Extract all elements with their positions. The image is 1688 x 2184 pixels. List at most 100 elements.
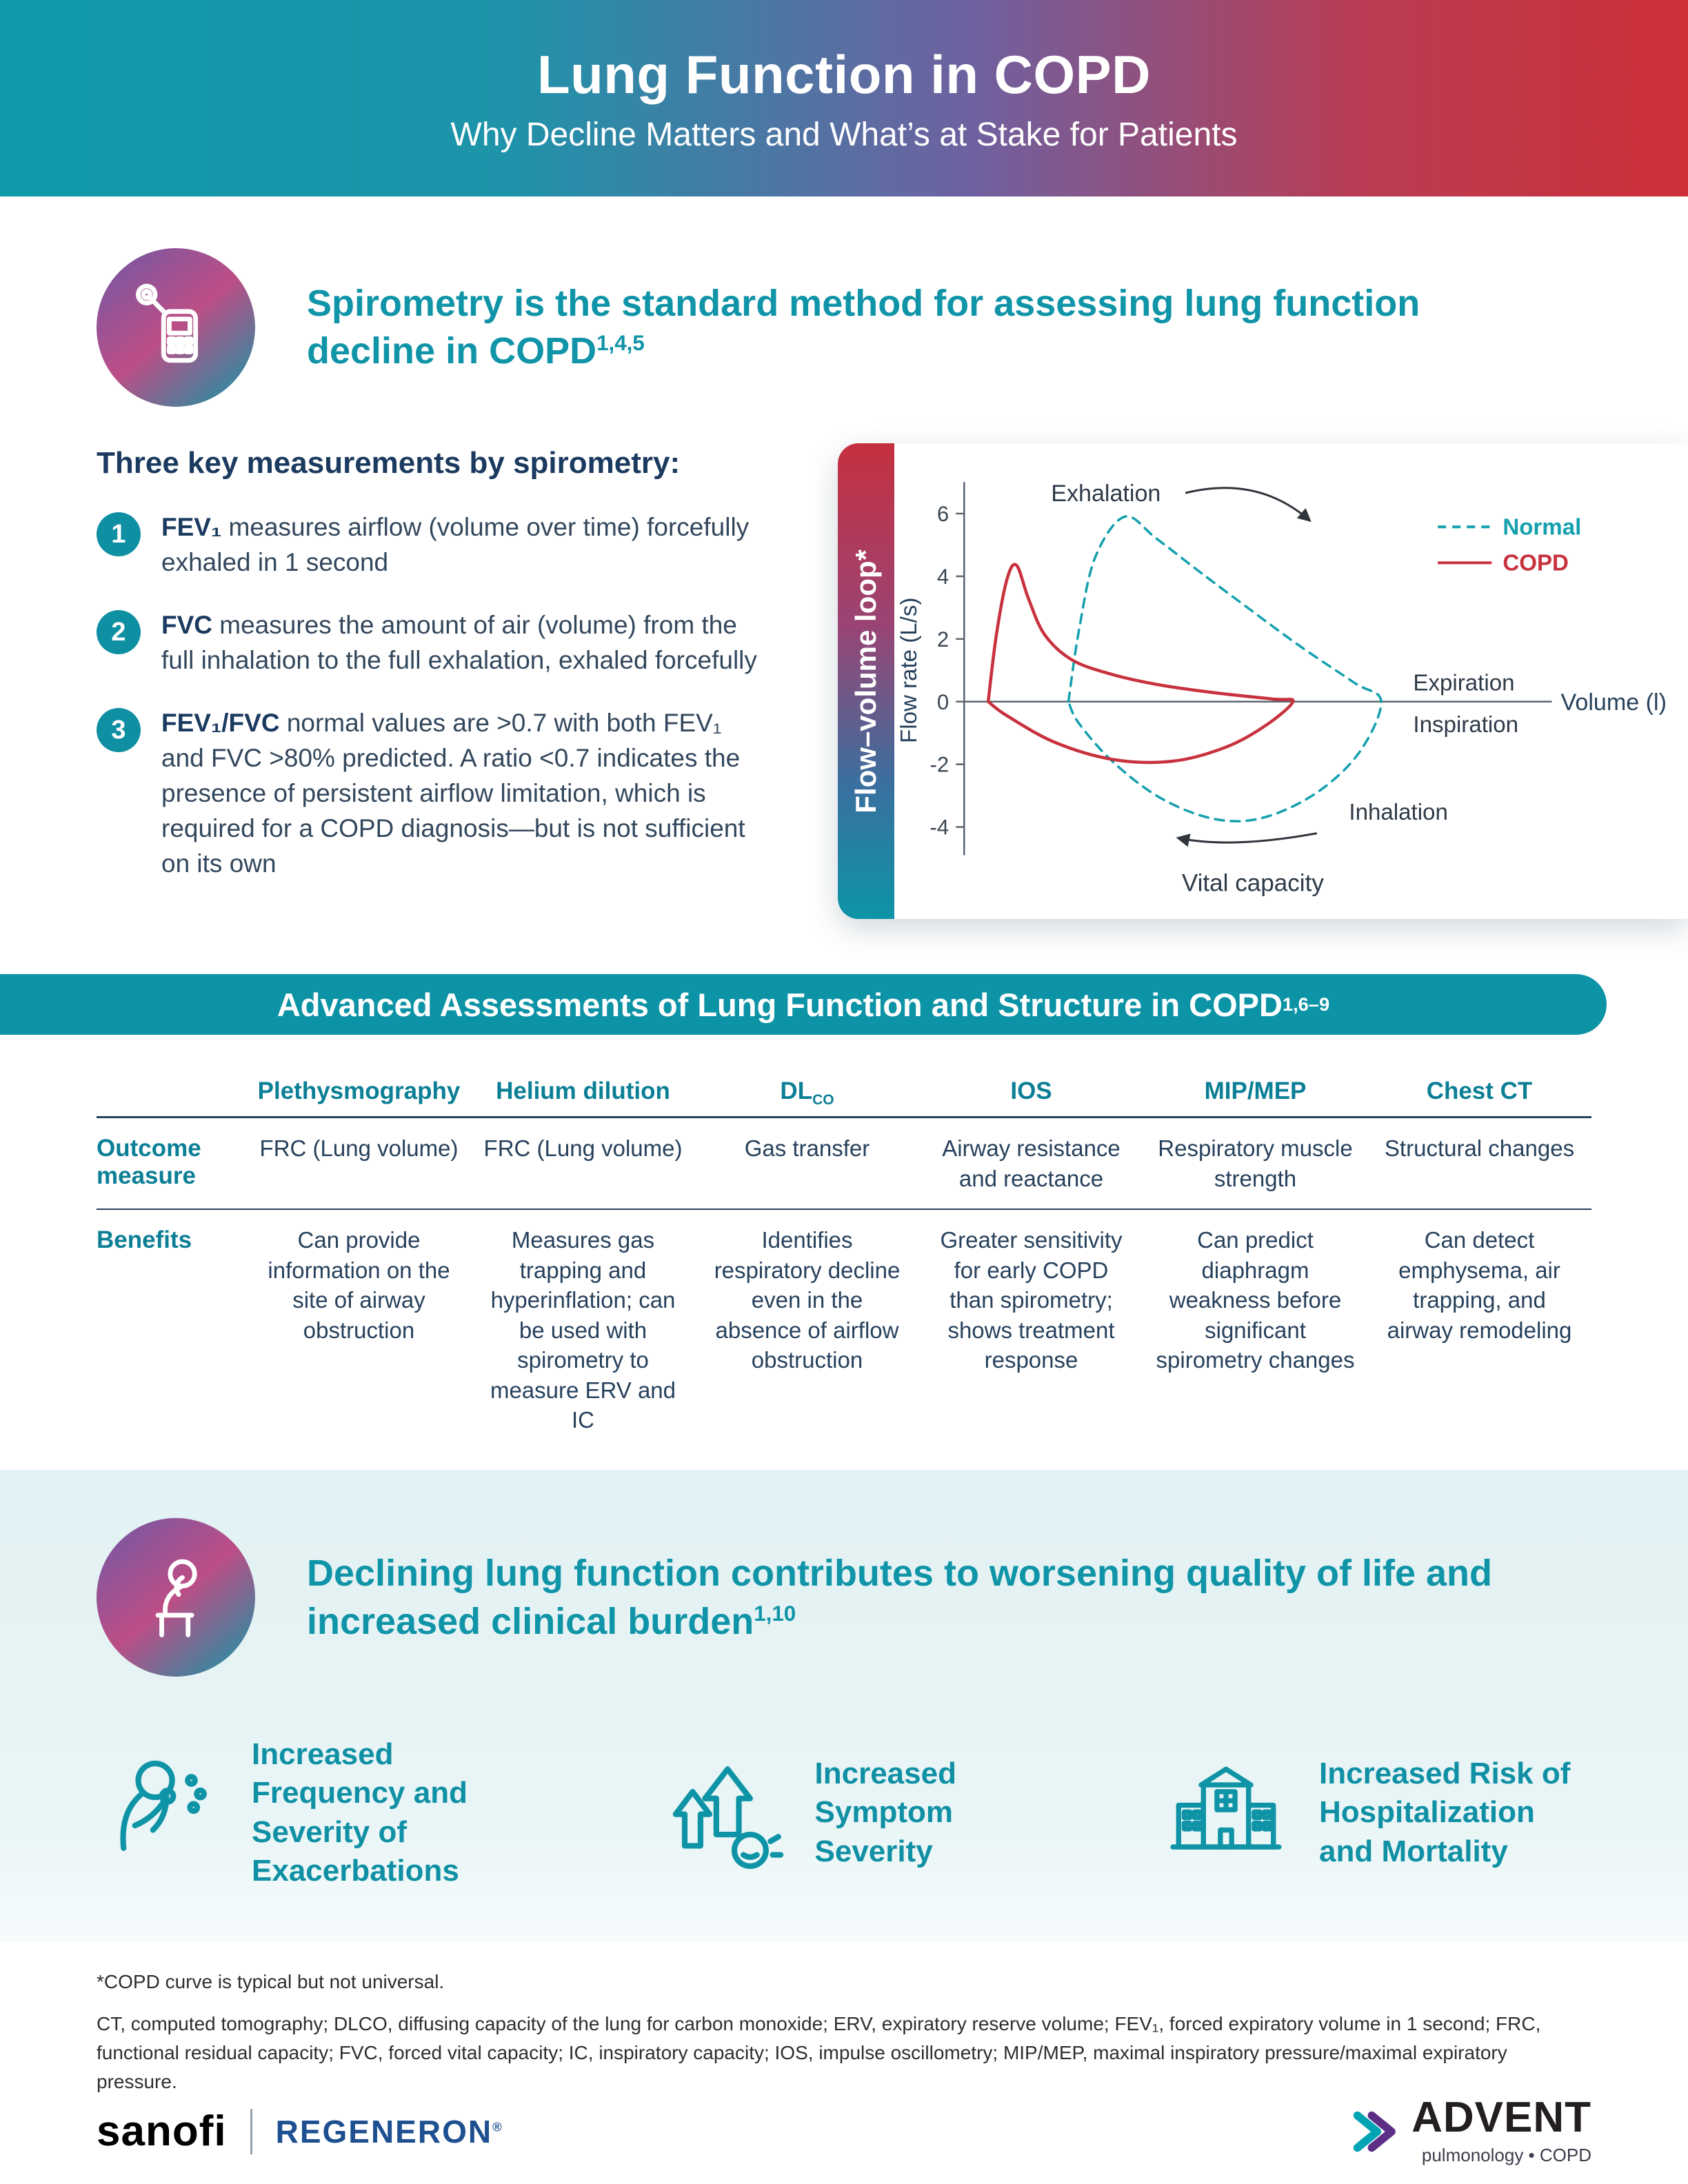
column-header-ios: IOS (1010, 1078, 1052, 1104)
table-cell: Airway resistance and reactance (942, 1135, 1121, 1191)
burden-heading-references: 1,10 (754, 1601, 796, 1626)
table-cell: Identifies respiratory decline even in t… (714, 1227, 901, 1373)
table-row-outcome-measure: Outcome measure FRC (Lung volume) FRC (L… (97, 1118, 1591, 1210)
measurement-item-fvc: 2 FVC measures the amount of air (volume… (97, 607, 800, 678)
measurements-and-chart: Three key measurements by spirometry: 1 … (0, 438, 1688, 919)
table-header-row: Plethysmography Helium dilution DLCO IOS… (97, 1071, 1591, 1118)
burden-heading: Declining lung function contributes to w… (307, 1549, 1548, 1646)
table-cell: FRC (Lung volume) (259, 1135, 459, 1161)
dlco-subscript: CO (812, 1092, 834, 1108)
regeneron-logo: REGENERON® (276, 2113, 503, 2150)
symptom-arrows-icon (672, 1766, 783, 1869)
svg-text:Volume (l): Volume (l) (1561, 689, 1667, 716)
burden-item-label: Increased Frequency and Severity of Exac… (252, 1737, 468, 1888)
logo-row: sanofi REGENERON® ADVENT pulmonology • C… (97, 2096, 1591, 2166)
table-cell: Respiratory muscle strength (1158, 1135, 1353, 1191)
assessment-table-head: Plethysmography Helium dilution DLCO IOS… (97, 1071, 1591, 1118)
table-cell: FRC (Lung volume) (483, 1135, 683, 1161)
measurement-text: FVC measures the amount of air (volume) … (161, 607, 768, 678)
svg-text:0: 0 (937, 690, 949, 714)
key-measurements: Three key measurements by spirometry: 1 … (0, 438, 838, 909)
svg-text:6: 6 (937, 502, 949, 526)
cough-person-icon (120, 1760, 207, 1851)
flow-volume-loop-card: Flow–volume loop* 6 4 2 0 -2 -4 Flow rate (L/s… (838, 443, 1688, 919)
svg-text:Flow rate (L/s): Flow rate (L/s) (898, 598, 922, 743)
footnote: *COPD curve is typical but not universal… (97, 1971, 445, 1993)
table-cell: Measures gas trapping and hyperinflation… (490, 1227, 676, 1433)
svg-text:Inhalation: Inhalation (1349, 800, 1447, 825)
measurement-number-badge: 2 (97, 610, 141, 655)
row-label-outcome-measure: Outcome measure (97, 1135, 201, 1189)
measurement-number-badge: 3 (97, 708, 141, 753)
sitting-person-icon (155, 1559, 197, 1637)
table-cell: Greater sensitivity for early COPD than … (940, 1227, 1123, 1373)
row-label-benefits: Benefits (97, 1226, 192, 1254)
spirometer-icon (136, 283, 199, 363)
spirometry-heading-references: 1,4,5 (596, 331, 645, 355)
logo-divider (250, 2108, 252, 2154)
svg-text:4: 4 (937, 565, 949, 589)
sanofi-logo: sanofi (97, 2107, 227, 2156)
spirometer-icon-circle (97, 248, 255, 407)
flow-volume-loop-strip: Flow–volume loop* (838, 443, 894, 919)
regeneron-wordmark: REGENERON (275, 2113, 493, 2150)
advanced-assessments-banner: Advanced Assessments of Lung Function an… (0, 974, 1607, 1035)
table-cell: Structural changes (1384, 1135, 1575, 1161)
registered-mark: ® (492, 2119, 503, 2134)
svg-text:COPD: COPD (1503, 550, 1569, 576)
burden-item-label: Increased Symptom Severity (814, 1757, 956, 1868)
measurement-description: normal values are >0.7 with both FEV₁ an… (161, 709, 745, 878)
svg-text:-2: -2 (930, 753, 950, 777)
table-cell: Gas transfer (744, 1135, 870, 1161)
assessment-table: Plethysmography Helium dilution DLCO IOS… (97, 1071, 1591, 1450)
measurement-item-fev1-fvc-ratio: 3 FEV₁/FVC normal values are >0.7 with b… (97, 705, 800, 881)
burden-item-hospitalization: Increased Risk of Hospitalization and Mo… (1164, 1751, 1591, 1875)
assessment-table-body: Outcome measure FRC (Lung volume) FRC (L… (97, 1118, 1591, 1450)
column-header-mip-mep: MIP/MEP (1204, 1078, 1307, 1104)
column-header-helium-dilution: Helium dilution (496, 1078, 670, 1104)
burden-item-label: Increased Risk of Hospitalization and Mo… (1319, 1757, 1571, 1868)
column-header-plethysmography: Plethysmography (257, 1078, 461, 1104)
measurement-description: measures airflow (volume over time) forc… (161, 513, 750, 577)
measurement-number-badge: 1 (97, 512, 141, 556)
spirometry-heading: Spirometry is the standard method for as… (307, 280, 1520, 375)
advent-tagline: pulmonology • COPD (1421, 2145, 1591, 2166)
burden-item-exacerbations: Increased Frequency and Severity of Exac… (97, 1735, 479, 1890)
svg-text:2: 2 (937, 627, 949, 651)
burden-heading-text: Declining lung function contributes to w… (307, 1552, 1492, 1642)
footer: *COPD curve is typical but not universal… (0, 1942, 1688, 2184)
abbreviations: CT, computed tomography; DLCO, diffusing… (97, 2013, 1541, 2093)
table-row-benefits: Benefits Can provide information on the … (97, 1209, 1591, 1450)
svg-text:Normal: Normal (1503, 514, 1581, 540)
dlco-label: DL (780, 1078, 813, 1104)
measurement-text: FEV₁ measures airflow (volume over time)… (161, 509, 768, 580)
table-cell: Can provide information on the site of a… (268, 1227, 450, 1343)
svg-text:Expiration: Expiration (1413, 671, 1514, 696)
table-corner (97, 1071, 247, 1118)
advent-logo: ADVENT pulmonology • COPD (1347, 2096, 1591, 2166)
flow-volume-chart: 6 4 2 0 -2 -4 Flow rate (L/s) Volume (l) NormalC… (898, 481, 1667, 897)
svg-text:-4: -4 (930, 816, 950, 840)
patient-icon-circle (97, 1517, 255, 1677)
page-title: Lung Function in COPD (536, 43, 1152, 105)
clinical-burden-section: Declining lung function contributes to w… (0, 1469, 1688, 1943)
svg-text:Vital capacity: Vital capacity (1182, 870, 1324, 897)
spirometry-heading-text: Spirometry is the standard method for as… (307, 282, 1420, 372)
hospital-icon (1170, 1766, 1282, 1850)
measurement-item-fev1: 1 FEV₁ measures airflow (volume over tim… (97, 509, 800, 580)
advent-text-column: ADVENT pulmonology • COPD (1411, 2096, 1591, 2166)
burden-heading-row: Declining lung function contributes to w… (97, 1517, 1591, 1677)
table-cell: Can predict diaphragm weakness before si… (1156, 1227, 1355, 1373)
banner-text: Advanced Assessments of Lung Function an… (277, 986, 1283, 1023)
measurement-description: measures the amount of air (volume) from… (161, 611, 757, 675)
column-header-dlco: DLCO (695, 1071, 919, 1118)
table-cell: Can detect emphysema, air trapping, and … (1387, 1227, 1572, 1343)
svg-text:Exhalation: Exhalation (1051, 481, 1160, 507)
advent-chevron-icon (1347, 2106, 1400, 2157)
svg-text:Inspiration: Inspiration (1413, 712, 1518, 738)
measurement-text: FEV₁/FVC normal values are >0.7 with bot… (161, 705, 768, 881)
measurement-term: FVC (161, 611, 212, 640)
column-header-chest-ct: Chest CT (1426, 1078, 1533, 1104)
